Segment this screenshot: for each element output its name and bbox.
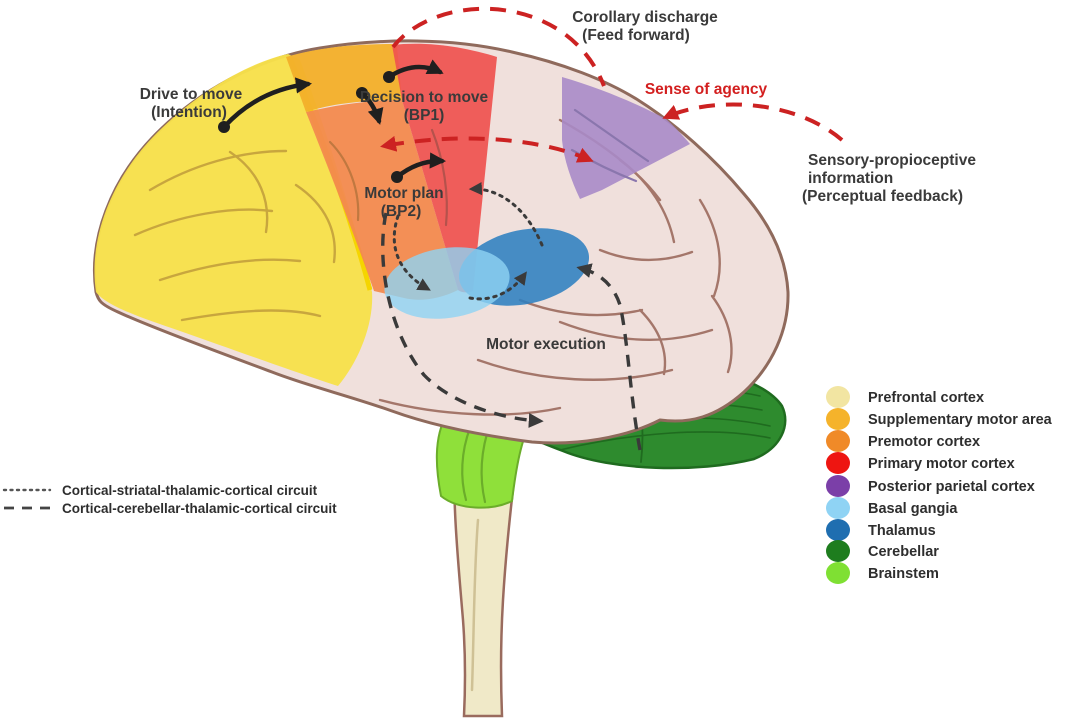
sensory-info-line1: Sensory-propioceptive <box>808 152 976 169</box>
legend-swatch-prefrontal <box>826 386 850 408</box>
legend-label-parietal: Posterior parietal cortex <box>868 479 1035 495</box>
sensory-info-line3: (Perceptual feedback) <box>802 188 963 205</box>
sense-of-agency-arc <box>662 102 844 142</box>
cerebellar-circuit-label: Cortical-cerebellar-thalamic-cortical ci… <box>62 501 337 516</box>
legend-label-cerebellar: Cerebellar <box>868 544 939 560</box>
wedge-sulci <box>133 108 650 322</box>
sense-of-agency-label: Sense of agency <box>645 81 768 98</box>
striatal-circuit <box>392 182 544 301</box>
motor-execution-label: Motor execution <box>486 336 606 353</box>
corollary-discharge-arc <box>391 6 606 87</box>
legend-swatch-premotor <box>826 430 850 452</box>
spinal-cord <box>452 443 520 718</box>
legend-swatch-sma <box>826 408 850 430</box>
motor-plan-sub: (BP2) <box>381 203 421 220</box>
legend-swatch-cerebellar <box>826 540 850 562</box>
legend-label-premotor: Premotor cortex <box>868 434 980 450</box>
corollary-discharge-sub: (Feed forward) <box>582 27 690 44</box>
legend-label-basal-ganglia: Basal gangia <box>868 501 958 517</box>
cerebrum-sulci <box>378 118 733 416</box>
region-legend: Prefrontal cortex Supplementary motor ar… <box>826 386 1053 584</box>
red-arcs <box>380 6 844 163</box>
legend-label-brainstem: Brainstem <box>868 566 939 582</box>
corollary-discharge-label: Corollary discharge <box>572 9 718 26</box>
legend-label-prefrontal: Prefrontal cortex <box>868 390 984 406</box>
motor-plan-label: Motor plan <box>364 185 443 202</box>
spinal-line <box>470 518 480 692</box>
decision-to-move-label: Decision to move <box>360 89 489 106</box>
legend-swatch-primary-motor <box>826 452 850 474</box>
drive-to-move-label: Drive to move <box>140 86 243 103</box>
brainstem-vein <box>461 426 472 502</box>
posterior-parietal-region <box>562 77 690 199</box>
premotor-region <box>306 100 458 300</box>
legend-swatch-basal-ganglia <box>826 497 850 519</box>
basal-ganglia-region <box>384 247 510 319</box>
legend-swatch-thalamus <box>826 519 850 541</box>
drive-to-move-sub: (Intention) <box>151 104 227 121</box>
black-arrows <box>218 59 447 183</box>
legend-swatch-parietal <box>826 475 850 497</box>
sma-region <box>286 44 402 112</box>
legend-label-primary-motor: Primary motor cortex <box>868 456 1015 472</box>
legend-label-thalamus: Thalamus <box>868 523 936 539</box>
parietal-to-premotor-arc <box>380 135 594 163</box>
striatal-circuit-label: Cortical-striatal-thalamic-cortical circ… <box>62 483 318 498</box>
prefrontal-region <box>94 54 373 386</box>
circuit-legend: Cortical-striatal-thalamic-cortical circ… <box>2 483 337 516</box>
cerebellar-circuit <box>381 212 642 451</box>
legend-swatch-brainstem <box>826 562 850 584</box>
legend-label-sma: Supplementary motor area <box>868 412 1053 428</box>
sensory-info-line2: information <box>808 170 893 187</box>
decision-to-move-sub: (BP1) <box>404 107 444 124</box>
